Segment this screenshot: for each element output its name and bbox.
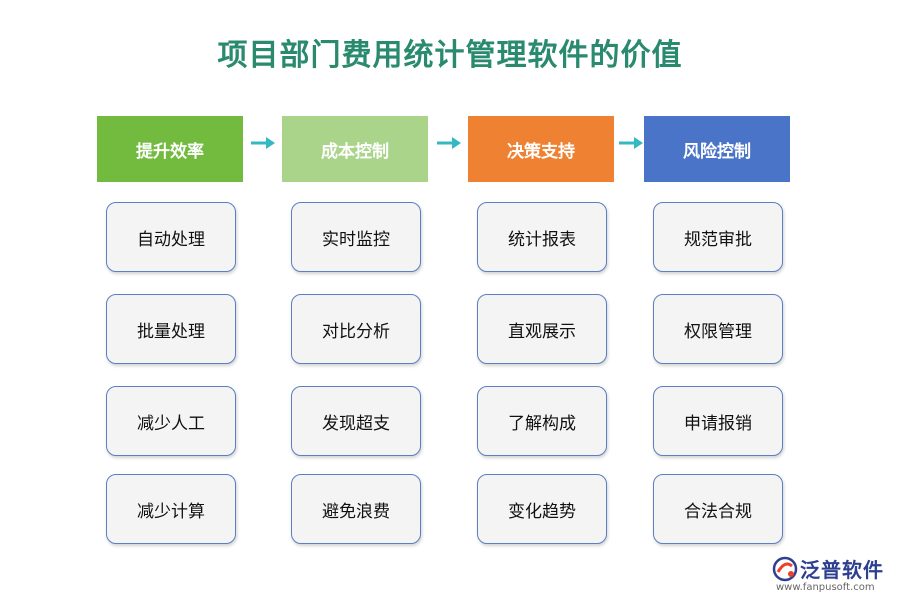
column-header: 决策支持 [468, 116, 614, 182]
list-item: 减少计算 [106, 474, 236, 544]
column-cost-control: 成本控制 实时监控 对比分析 发现超支 避免浪费 [282, 116, 428, 544]
list-item: 申请报销 [653, 386, 783, 456]
list-item: 发现超支 [291, 386, 421, 456]
list-item: 自动处理 [106, 202, 236, 272]
arrow-right-icon [251, 137, 275, 149]
column-efficiency: 提升效率 自动处理 批量处理 减少人工 减少计算 [97, 116, 243, 544]
column-risk-control: 风险控制 规范审批 权限管理 申请报销 合法合规 [644, 116, 790, 544]
arrow-right-icon [619, 137, 643, 149]
page-title: 项目部门费用统计管理软件的价值 [217, 38, 683, 73]
arrow-right-icon [437, 137, 461, 149]
logo-name: 泛普软件 [800, 558, 884, 582]
list-item: 减少人工 [106, 386, 236, 456]
column-decision-support: 决策支持 统计报表 直观展示 了解构成 变化趋势 [468, 116, 614, 544]
logo-url: www.fanpusoft.com [776, 582, 875, 593]
column-header: 成本控制 [282, 116, 428, 182]
list-item: 实时监控 [291, 202, 421, 272]
list-item: 规范审批 [653, 202, 783, 272]
brand-logo: 泛普软件 www.fanpusoft.com [772, 554, 892, 596]
list-item: 变化趋势 [477, 474, 607, 544]
list-item: 直观展示 [477, 294, 607, 364]
list-item: 了解构成 [477, 386, 607, 456]
list-item: 避免浪费 [291, 474, 421, 544]
column-header: 风险控制 [644, 116, 790, 182]
list-item: 对比分析 [291, 294, 421, 364]
fanpu-logo-icon [772, 556, 798, 582]
list-item: 权限管理 [653, 294, 783, 364]
column-header: 提升效率 [97, 116, 243, 182]
list-item: 统计报表 [477, 202, 607, 272]
list-item: 合法合规 [653, 474, 783, 544]
list-item: 批量处理 [106, 294, 236, 364]
